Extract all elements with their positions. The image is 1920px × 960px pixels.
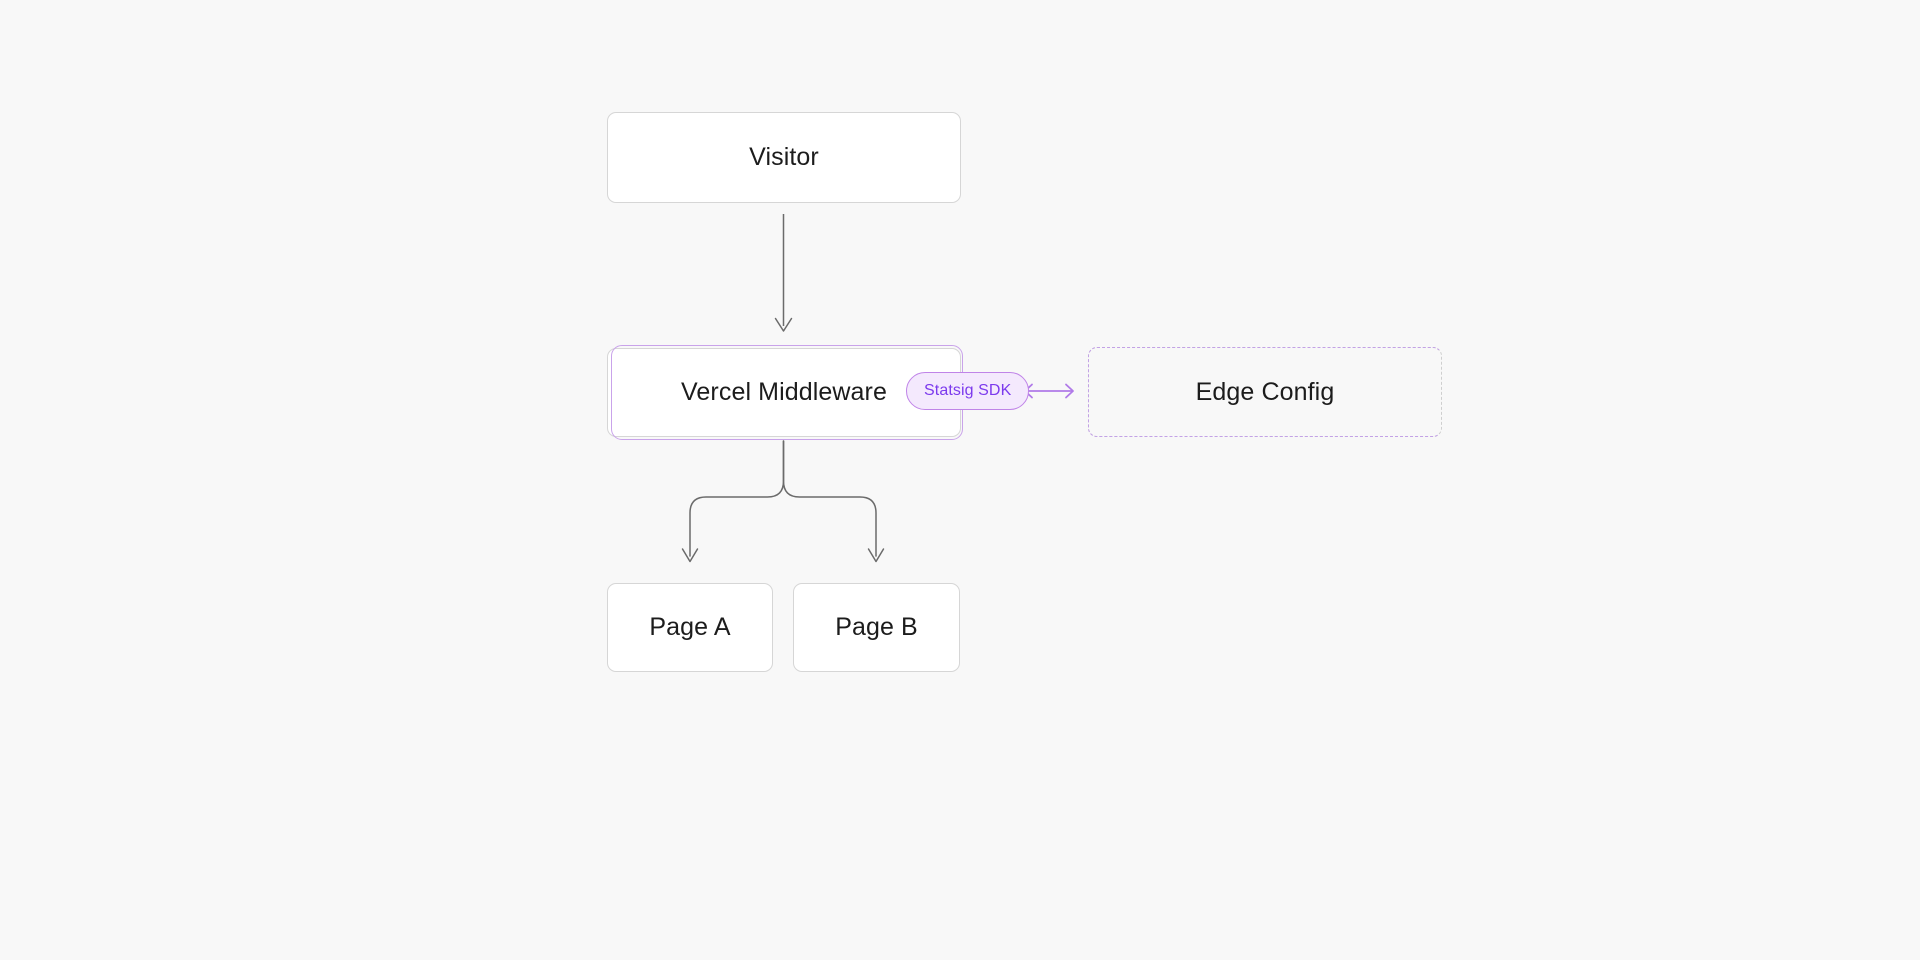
node-page-b-label: Page B — [835, 613, 918, 641]
badge-statsig-sdk[interactable]: Statsig SDK — [906, 372, 1030, 410]
arrowhead-down-icon — [867, 548, 885, 563]
node-page-b[interactable]: Page B — [793, 583, 960, 672]
node-edge-config-label: Edge Config — [1195, 377, 1335, 406]
node-page-a-label: Page A — [649, 613, 731, 641]
badge-statsig-sdk-label: Statsig SDK — [924, 382, 1012, 399]
node-page-a[interactable]: Page A — [607, 583, 773, 672]
edge-middleware-to-page-b — [782, 440, 885, 563]
arrowhead-down-icon — [681, 548, 699, 563]
edge-visitor-to-middleware — [774, 214, 793, 332]
node-vercel-middleware[interactable]: Vercel Middleware — [607, 348, 961, 437]
node-edge-config[interactable]: Edge Config — [1088, 347, 1442, 437]
node-visitor-label: Visitor — [749, 143, 819, 171]
edge-middleware-to-page-a — [681, 440, 785, 563]
arrowhead-down-icon — [774, 317, 793, 332]
arrowhead-right-icon — [1065, 383, 1074, 399]
node-vercel-middleware-label: Vercel Middleware — [681, 378, 887, 406]
node-visitor[interactable]: Visitor — [607, 112, 961, 203]
